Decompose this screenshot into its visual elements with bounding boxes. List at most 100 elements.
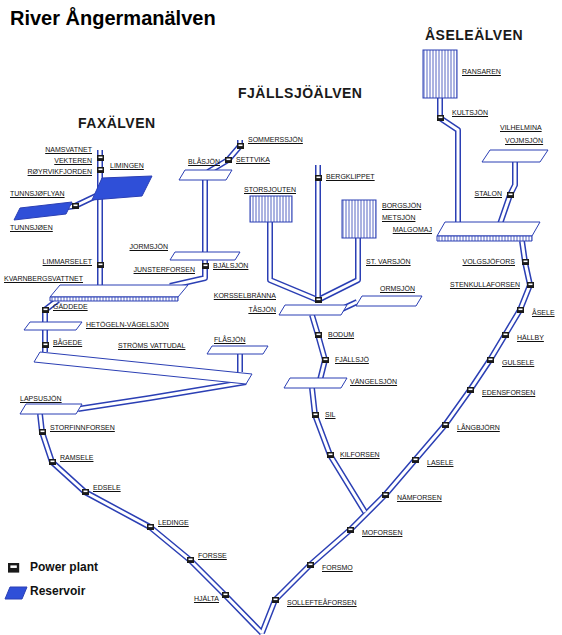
site-label: VÄNGELSJÖN — [350, 378, 397, 385]
site-label: HETÖGELN-VÄGELSJÖN — [86, 321, 169, 328]
site-label: GÄDDEDE — [53, 303, 88, 310]
site-label: VEKTEREN — [54, 157, 92, 164]
site-label: BODUM — [328, 331, 354, 338]
river-name: FAXÄLVEN — [78, 116, 156, 130]
power-plant — [327, 452, 334, 458]
reservoir — [284, 378, 347, 388]
site-label: ORMSJÖN — [380, 285, 415, 292]
site-label: EDENSFORSEN — [482, 389, 535, 396]
power-plant — [437, 115, 444, 121]
site-label: BJÄLSJÖN — [213, 262, 248, 269]
site-label: VOJMSJÖN — [505, 137, 543, 144]
power-plant — [82, 489, 89, 495]
reservoir — [170, 252, 240, 260]
reservoir — [342, 200, 376, 238]
reservoir — [50, 285, 188, 297]
power-plant — [322, 357, 329, 363]
power-plant — [467, 387, 474, 393]
reservoir — [92, 176, 152, 200]
power-plant — [347, 527, 354, 533]
reservoir — [179, 170, 232, 180]
site-label: LASELE — [427, 459, 453, 466]
site-label: LÅNGBJÖRN — [457, 424, 500, 431]
site-label: FJÄLLSJÖ — [335, 356, 369, 363]
power-plant — [202, 263, 209, 269]
site-label: SIL — [325, 411, 336, 418]
site-label: LIMINGEN — [110, 162, 144, 169]
power-plant — [237, 143, 244, 149]
site-label: VOLGSJÖFORS — [462, 258, 515, 265]
power-plant — [147, 524, 154, 530]
site-label: RANSAREN — [462, 68, 501, 75]
reservoir — [356, 296, 422, 306]
reservoir — [482, 150, 548, 162]
power-plant — [42, 307, 49, 313]
legend-swatch — [5, 587, 27, 599]
site-label: STALON — [475, 190, 503, 197]
site-label: LIMMARSELET — [43, 258, 92, 265]
reservoir — [34, 352, 252, 384]
site-label: ST. VARSJÖN — [366, 258, 411, 265]
site-label: METSJÖN — [382, 214, 415, 221]
power-plant — [97, 155, 104, 161]
site-label: TUNNSJØEN — [10, 224, 53, 231]
site-label: FORSSE — [198, 552, 227, 559]
site-label: STORFINNFORSEN — [50, 424, 115, 431]
site-label: TUNNSJØFLYAN — [10, 190, 65, 197]
reservoir — [20, 404, 82, 414]
site-label: HJÄLTA — [194, 595, 219, 602]
power-plant — [487, 357, 494, 363]
site-label: SOMMERSSJÖN — [248, 136, 303, 143]
power-plant — [39, 429, 46, 435]
reservoir-side — [50, 297, 178, 301]
power-plant — [412, 457, 419, 463]
site-label: BLÅSJÖN — [188, 158, 220, 165]
diagram-title: River Ångermanälven — [10, 8, 216, 28]
site-label: KVARNBERGSVATTNET — [4, 275, 83, 282]
reservoir — [437, 222, 540, 236]
site-label: GULSELE — [502, 359, 534, 366]
reservoir — [14, 202, 72, 220]
site-label: JORMSJÖN — [130, 243, 169, 250]
power-plant — [187, 557, 194, 563]
power-plant — [222, 592, 229, 598]
site-label: HÄLLBY — [517, 334, 544, 341]
site-label: SETTVIKA — [236, 156, 270, 163]
site-label: EDSELE — [93, 484, 121, 491]
reservoir — [423, 50, 457, 98]
power-plant — [272, 597, 279, 603]
power-plant — [312, 412, 319, 418]
river-name: ÅSELEÄLVEN — [425, 28, 523, 42]
site-label: STORSJOUTEN — [244, 186, 296, 193]
power-plant — [225, 157, 232, 163]
power-plant — [315, 332, 322, 338]
legend-label: Power plant — [30, 561, 98, 573]
power-plant — [72, 203, 79, 209]
site-label: FLÅSJÖN — [214, 336, 246, 343]
site-label: LAPSUSJÖN — [20, 395, 62, 402]
site-label: NAMSVATNET — [45, 146, 92, 153]
legend-power-plant-icon — [8, 563, 19, 573]
site-label: SOLLEFTEÅFORSEN — [287, 599, 357, 606]
reservoir — [207, 346, 268, 354]
power-plant — [442, 422, 449, 428]
reservoir-side — [437, 236, 532, 241]
site-label: MOFORSEN — [362, 529, 402, 536]
power-plant — [315, 297, 322, 303]
site-label: LEDINGE — [158, 519, 189, 526]
legend-label: Reservoir — [30, 585, 85, 597]
site-label: BORGSJÖN — [382, 202, 421, 209]
site-label: VILHELMINA — [500, 124, 542, 131]
power-plant — [527, 282, 534, 288]
power-plant — [97, 262, 104, 268]
site-label: STENKULLAFORSEN — [450, 281, 520, 288]
reservoir — [24, 322, 82, 330]
site-label: KORSSELBRÄNNA — [214, 292, 276, 299]
power-plant — [315, 175, 322, 181]
power-plant — [502, 332, 509, 338]
power-plant — [42, 342, 49, 348]
site-label: RAMSELE — [60, 454, 93, 461]
site-label: KILFORSEN — [340, 451, 380, 458]
reservoir — [279, 305, 347, 315]
site-label: ÅSELE — [532, 309, 555, 316]
